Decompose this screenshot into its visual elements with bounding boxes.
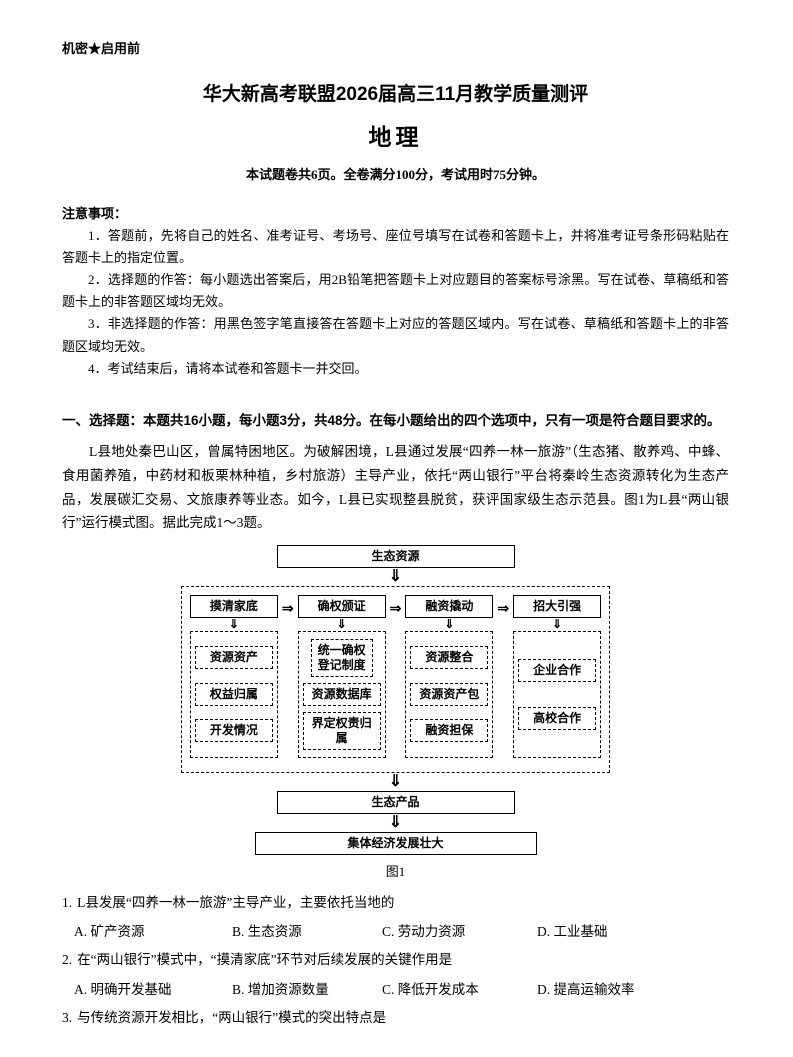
- figure-step-column-1: 摸清家底 ⇓ 资源资产 权益归属 开发情况: [189, 594, 278, 758]
- question-text: 在“两山银行”模式中，“摸清家底”环节对后续发展的关键作用是: [77, 952, 453, 968]
- question-2: 2.在“两山银行”模式中，“摸清家底”环节对后续发展的关键作用是 A. 明确开发…: [62, 949, 729, 998]
- option-b: B. 生态资源: [232, 924, 302, 940]
- option-d: D. 提高运输效率: [537, 982, 635, 998]
- questions-section: 1.L县发展“四养一林一旅游”主导产业，主要依托当地的 A. 矿产资源 B. 生…: [62, 892, 729, 1029]
- subject-title: 地理: [368, 125, 423, 150]
- figure-item: 开发情况: [194, 719, 273, 743]
- option-c: C. 劳动力资源: [382, 924, 466, 940]
- figure-step-column-4: 招大引强 ⇓ 企业合作 高校合作: [513, 594, 602, 758]
- figure-item: 资源资产: [194, 646, 273, 670]
- down-arrow-icon: ⇓: [552, 616, 563, 631]
- figure-item: 资源数据库: [302, 682, 381, 706]
- figure-item: 企业合作: [518, 658, 597, 682]
- figure-item: 权益归属: [194, 682, 273, 706]
- down-arrow-icon: ⇓: [336, 616, 347, 631]
- right-arrow-icon: ⇒: [389, 599, 402, 616]
- down-arrow-icon: ⇓: [388, 772, 403, 790]
- question-2-stem: 2.在“两山银行”模式中，“摸清家底”环节对后续发展的关键作用是: [62, 949, 729, 971]
- figure-box-ecological-resources: 生态资源: [276, 544, 515, 568]
- note-item-2: 2．选择题的作答：每小题选出答案后，用2B铅笔把答题卡上对应题目的答案标号涂黑。…: [62, 272, 729, 310]
- figure-caption: 图1: [385, 863, 406, 879]
- down-arrow-icon: ⇓: [444, 616, 455, 631]
- figure-item: 统一确权登记制度: [310, 638, 373, 677]
- note-item-3: 3．非选择题的作答：用黑色签字笔直接答在答题卡上对应的答题区域内。写在试卷、草稿…: [62, 316, 729, 354]
- right-arrow-icon: ⇒: [497, 599, 510, 616]
- exam-info-line: 本试题卷共6页。全卷满分100分，考试用时75分钟。: [245, 167, 545, 182]
- figure-item: 融资担保: [410, 719, 489, 743]
- option-a: A. 矿产资源: [74, 924, 145, 940]
- figure-step-3-header: 融资撬动: [405, 594, 494, 618]
- figure-step-2-items: 统一确权登记制度 资源数据库 界定权责归属: [297, 630, 386, 758]
- exam-title: 华大新高考联盟2026届高三11月教学质量测评: [202, 84, 589, 105]
- section-one-heading: 一、选择题：本题共16小题，每小题3分，共48分。在每小题给出的四个选项中，只有…: [62, 412, 721, 428]
- question-number: 1.: [62, 894, 73, 910]
- question-text: 与传统资源开发相比，“两山银行”模式的突出特点是: [77, 1010, 387, 1026]
- option-d: D. 工业基础: [537, 924, 608, 940]
- down-arrow-icon: ⇓: [388, 567, 403, 585]
- figure-item: 资源整合: [410, 646, 489, 670]
- figure-item: 资源资产包: [410, 682, 489, 706]
- question-2-options: A. 明确开发基础 B. 增加资源数量 C. 降低开发成本 D. 提高运输效率: [62, 978, 729, 998]
- figure-step-4-header: 招大引强: [513, 594, 602, 618]
- figure-step-4-items: 企业合作 高校合作: [513, 630, 602, 758]
- right-arrow-icon: ⇒: [281, 599, 294, 616]
- note-item-1: 1．答题前，先将自己的姓名、准考证号、考场号、座位号填写在试卷和答题卡上，并将准…: [62, 228, 729, 266]
- down-arrow-icon: ⇓: [228, 616, 239, 631]
- figure-item: 界定权责归属: [302, 711, 381, 750]
- option-a: A. 明确开发基础: [74, 982, 172, 998]
- option-b: B. 增加资源数量: [232, 982, 329, 998]
- question-number: 3.: [62, 1010, 73, 1026]
- question-3: 3.与传统资源开发相比，“两山银行”模式的突出特点是: [62, 1007, 729, 1029]
- figure-step-1-items: 资源资产 权益归属 开发情况: [189, 630, 278, 758]
- down-arrow-icon: ⇓: [388, 813, 403, 831]
- figure-item: 高校合作: [518, 707, 597, 731]
- question-3-stem: 3.与传统资源开发相比，“两山银行”模式的突出特点是: [62, 1007, 729, 1029]
- notes-section: 注意事项： 1．答题前，先将自己的姓名、准考证号、考场号、座位号填写在试卷和答题…: [62, 203, 729, 380]
- question-number: 2.: [62, 952, 73, 968]
- question-1: 1.L县发展“四养一林一旅游”主导产业，主要依托当地的 A. 矿产资源 B. 生…: [62, 892, 729, 941]
- reading-passage: L县地处秦巴山区，曾属特困地区。为破解困境，L县通过发展“四养一林一旅游”（生态…: [62, 444, 729, 531]
- figure-1: 生态资源 ⇓ 摸清家底 ⇓ 资源资产 权益归属 开发情况 ⇒ 确权颁证 ⇓ 统一…: [62, 544, 729, 880]
- figure-step-2-header: 确权颁证: [297, 594, 386, 618]
- figure-step-column-3: 融资撬动 ⇓ 资源整合 资源资产包 融资担保: [405, 594, 494, 758]
- option-c: C. 降低开发成本: [382, 982, 479, 998]
- figure-process-container: 摸清家底 ⇓ 资源资产 权益归属 开发情况 ⇒ 确权颁证 ⇓ 统一确权登记制度 …: [180, 585, 611, 773]
- figure-box-collective-economy: 集体经济发展壮大: [254, 831, 537, 855]
- figure-step-1-header: 摸清家底: [189, 594, 278, 618]
- classification-label: 机密★启用前: [62, 41, 141, 56]
- note-item-4: 4．考试结束后，请将本试卷和答题卡一并交回。: [88, 360, 368, 376]
- question-1-stem: 1.L县发展“四养一林一旅游”主导产业，主要依托当地的: [62, 892, 729, 914]
- question-1-options: A. 矿产资源 B. 生态资源 C. 劳动力资源 D. 工业基础: [62, 920, 729, 940]
- notes-heading: 注意事项：: [62, 206, 128, 221]
- figure-step-column-2: 确权颁证 ⇓ 统一确权登记制度 资源数据库 界定权责归属: [297, 594, 386, 758]
- figure-step-3-items: 资源整合 资源资产包 融资担保: [405, 630, 494, 758]
- figure-box-ecological-products: 生态产品: [276, 790, 515, 814]
- question-text: L县发展“四养一林一旅游”主导产业，主要依托当地的: [77, 894, 395, 910]
